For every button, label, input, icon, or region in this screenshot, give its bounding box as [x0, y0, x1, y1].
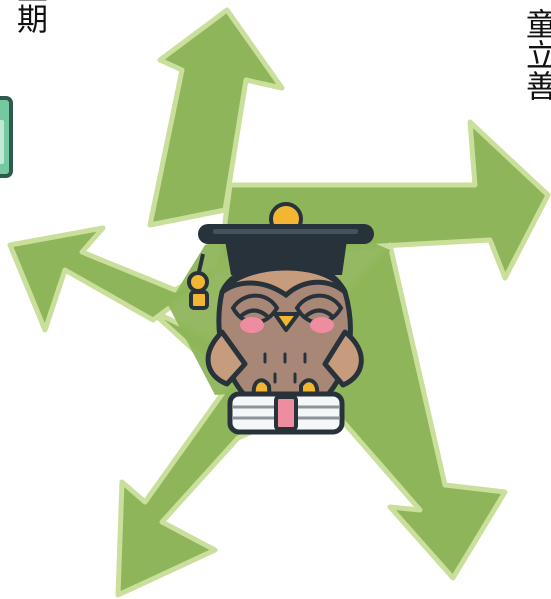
upper-left-arrow	[7, 225, 248, 333]
left-text-fragment: 上期	[11, 0, 47, 34]
green-book-icon	[0, 96, 13, 178]
graduate-owl-icon	[187, 202, 374, 435]
right-text-fragment: 童立善	[520, 8, 551, 101]
